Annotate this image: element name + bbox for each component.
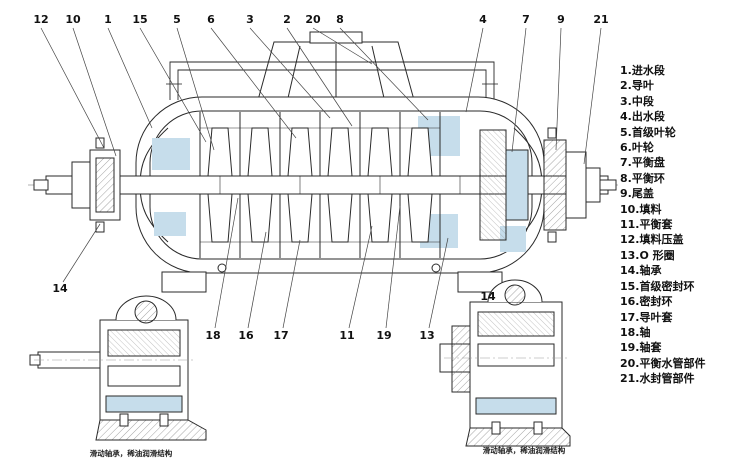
left-gland-assembly bbox=[71, 137, 121, 233]
legend-item-6: 6.叶轮 bbox=[620, 141, 654, 155]
legend-item-14: 14.轴承 bbox=[620, 264, 662, 278]
callout-8: 8 bbox=[336, 13, 344, 26]
callout-15: 15 bbox=[132, 13, 148, 26]
detail-left-bearing bbox=[29, 295, 207, 441]
parts-legend: 1.进水段 2.导叶 3.中段 4.出水段 5.首级叶轮 6.叶轮 7.平衡盘 … bbox=[620, 63, 735, 387]
legend-item-19: 19.轴套 bbox=[620, 341, 662, 355]
callout-10: 10 bbox=[65, 13, 81, 26]
legend-item-15: 15.首级密封环 bbox=[620, 279, 695, 293]
legend-item-12: 12.填料压盖 bbox=[620, 233, 684, 247]
callout-14-right: 14 bbox=[480, 290, 496, 303]
casing-feet bbox=[161, 263, 503, 293]
balance-pipe bbox=[166, 61, 498, 100]
legend-item-20: 20.平衡水管部件 bbox=[620, 356, 706, 370]
bearing-ball-right bbox=[504, 284, 526, 306]
callout-12: 12 bbox=[33, 13, 49, 26]
callout-14-left: 14 bbox=[52, 282, 68, 295]
legend-item-17: 17.导叶套 bbox=[620, 310, 673, 324]
impellers bbox=[207, 127, 433, 243]
legend-item-18: 18.轴 bbox=[620, 325, 651, 339]
detail-caption-right: 滑动轴承，稀油润滑结构 bbox=[482, 446, 566, 455]
callout-2: 2 bbox=[283, 13, 291, 26]
pump-shaft bbox=[33, 175, 617, 195]
main-pump-cross-section bbox=[28, 31, 618, 293]
legend-item-5: 5.首级叶轮 bbox=[620, 125, 676, 139]
callout-5: 5 bbox=[173, 13, 181, 26]
right-balance-assembly bbox=[479, 127, 601, 243]
callout-20: 20 bbox=[305, 13, 321, 26]
callout-6: 6 bbox=[207, 13, 215, 26]
detail-right-bearing bbox=[439, 279, 571, 447]
callout-1: 1 bbox=[104, 13, 112, 26]
legend-item-4: 4.出水段 bbox=[620, 110, 665, 124]
callout-16: 16 bbox=[238, 329, 254, 342]
legend-item-16: 16.密封环 bbox=[620, 295, 673, 309]
callout-18: 18 bbox=[205, 329, 221, 342]
legend-item-2: 2.导叶 bbox=[620, 79, 654, 93]
callout-7: 7 bbox=[522, 13, 530, 26]
callout-21: 21 bbox=[593, 13, 609, 26]
leader-lines bbox=[40, 27, 602, 329]
legend-item-7: 7.平衡盘 bbox=[620, 156, 665, 170]
legend-item-10: 10.填料 bbox=[620, 202, 662, 216]
callout-19: 19 bbox=[376, 329, 392, 342]
legend-item-9: 9.尾盖 bbox=[620, 187, 654, 201]
detail-caption-left: 滑动轴承，稀油润滑结构 bbox=[89, 449, 173, 458]
callout-13: 13 bbox=[419, 329, 435, 342]
legend-item-13: 13.O 形圈 bbox=[620, 248, 675, 262]
callout-9: 9 bbox=[557, 13, 565, 26]
legend-item-3: 3.中段 bbox=[620, 94, 654, 108]
legend-item-21: 21.水封管部件 bbox=[620, 372, 695, 386]
callout-11: 11 bbox=[339, 329, 355, 342]
callout-3: 3 bbox=[246, 13, 254, 26]
legend-item-8: 8.平衡环 bbox=[620, 171, 665, 185]
callout-17: 17 bbox=[273, 329, 289, 342]
callout-4: 4 bbox=[479, 13, 487, 26]
legend-item-1: 1.进水段 bbox=[620, 64, 665, 77]
bearing-ball-left bbox=[134, 300, 158, 324]
legend-item-11: 11.平衡套 bbox=[620, 218, 673, 232]
